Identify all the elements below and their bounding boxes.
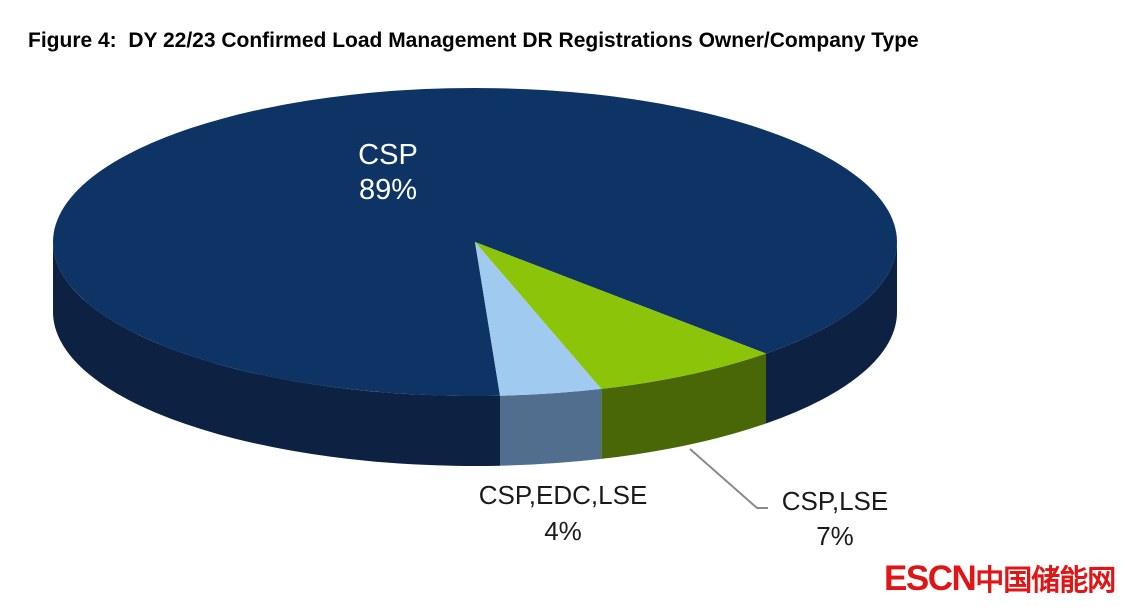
pie-side-csp-edc-lse: [500, 388, 602, 466]
slice-label-csp-edc-lse: CSP,EDC,LSE 4%: [423, 477, 703, 549]
slice-label-csp-edc-lse-pct: 4%: [544, 516, 582, 546]
escn-watermark: ESCN 中国储能网: [884, 559, 1116, 600]
pie-slice-csp-lse: [475, 242, 766, 389]
slice-label-csp-name: CSP: [358, 139, 418, 171]
slice-label-csp-lse-name: CSP,LSE: [781, 486, 889, 516]
pie-side-csp-lse: [601, 353, 766, 459]
escn-watermark-cjk: 中国储能网: [975, 565, 1116, 597]
figure-title: Figure 4: DY 22/23 Confirmed Load Manage…: [28, 29, 919, 52]
pie-slice-csp-edc-lse: [475, 242, 602, 396]
slice-label-csp-pct: 89%: [358, 174, 418, 206]
slice-label-csp: CSP 89%: [268, 138, 508, 208]
slice-label-csp-edc-lse-name: CSP,EDC,LSE: [478, 480, 648, 510]
pie-side-csp-left: [53, 242, 500, 466]
pie-side-csp-right: [766, 242, 897, 424]
leader-line-csp-lse: [689, 448, 768, 509]
slice-label-csp-lse: CSP,LSE 7%: [715, 484, 955, 554]
slice-label-csp-lse-pct: 7%: [816, 521, 854, 551]
escn-watermark-latin: ESCN: [884, 559, 977, 598]
pie-slice-csp: [53, 87, 898, 396]
